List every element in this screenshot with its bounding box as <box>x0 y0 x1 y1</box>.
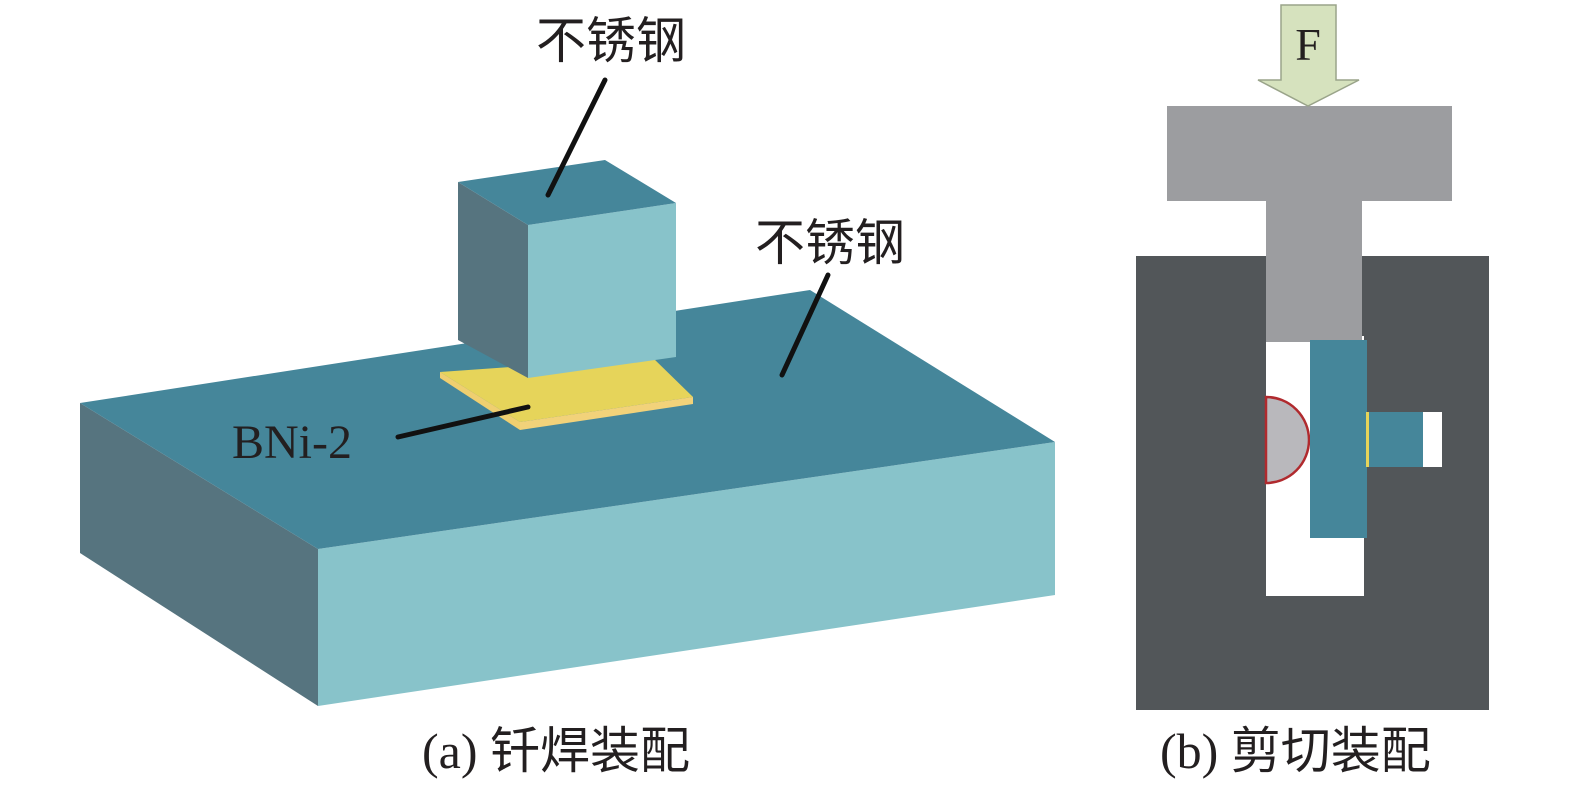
label-top-stainless-steel: 不锈钢 <box>536 13 686 69</box>
support-half-circle <box>1264 395 1311 485</box>
panel-b-shear-assembly: F (b) 剪切装配 <box>1136 4 1489 779</box>
cube-top-face <box>458 160 676 225</box>
label-base-stainless-steel: 不锈钢 <box>755 215 905 271</box>
filler-foil-top <box>440 357 693 422</box>
force-arrow <box>1257 4 1360 107</box>
specimen-large-plate <box>1310 340 1367 538</box>
base-plate-front-face <box>318 442 1055 706</box>
leader-line-base-plate <box>779 272 831 378</box>
caption-panel-a: (a) 钎焊装配 <box>422 723 690 779</box>
caption-panel-b: (b) 剪切装配 <box>1160 723 1431 779</box>
panel-a-brazing-assembly: 不锈钢 不锈钢 BNi-2 (a) 钎焊装配 <box>80 13 1055 779</box>
filler-foil-edge <box>520 397 693 430</box>
t-shaped-punch <box>1167 106 1452 342</box>
force-label: F <box>1295 19 1321 70</box>
label-bni2-filler: BNi-2 <box>232 416 352 469</box>
specimen-filler-layer <box>1366 412 1369 467</box>
specimen-small-block <box>1369 412 1423 467</box>
punch-head <box>1167 106 1452 201</box>
base-plate-left-face <box>80 403 318 706</box>
leader-line-filler <box>395 404 531 440</box>
top-steel-cube <box>458 160 676 378</box>
punch-stem <box>1266 200 1362 342</box>
cube-front-face <box>528 203 676 378</box>
leader-line-top-cube <box>545 77 608 198</box>
cube-left-face <box>458 182 528 378</box>
